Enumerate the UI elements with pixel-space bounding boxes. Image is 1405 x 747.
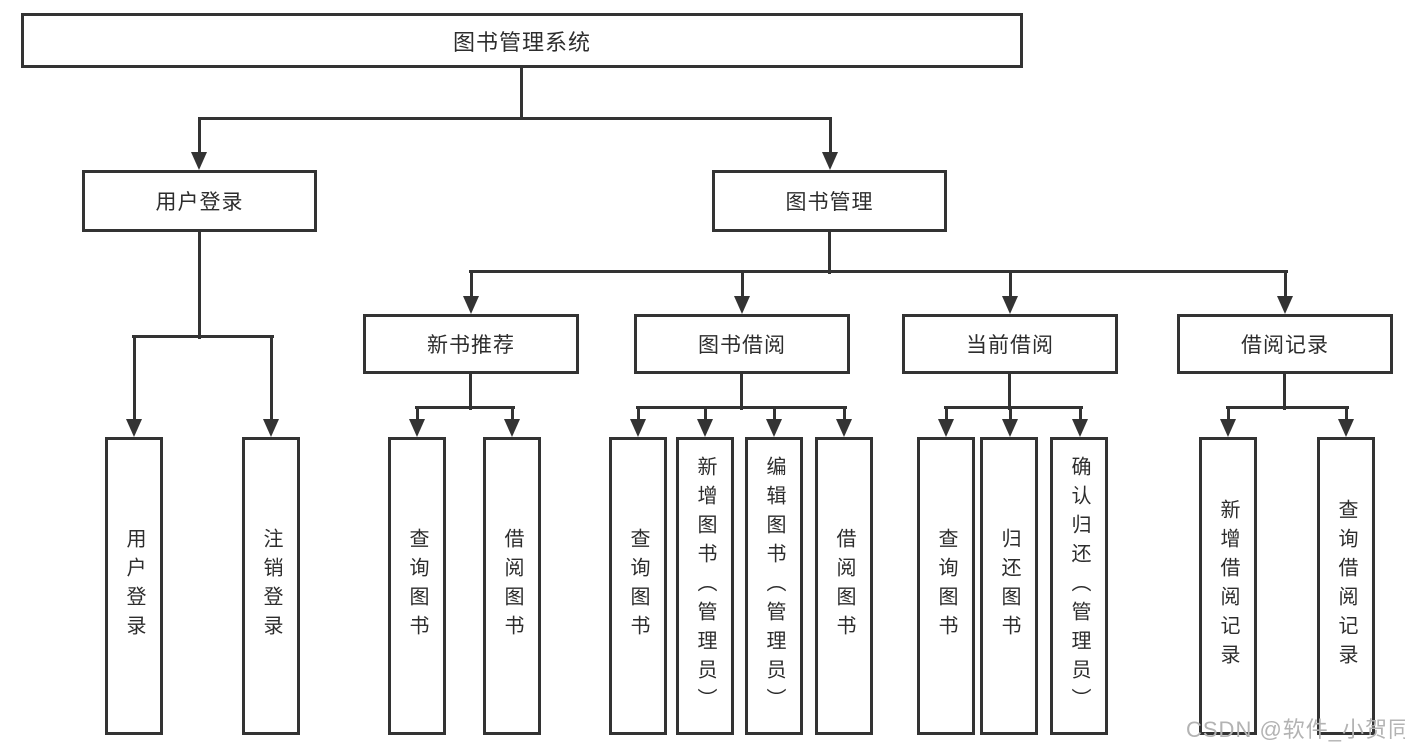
leaf-label: 查询图书 [627, 528, 649, 644]
leaf-add-book-admin: 新增图书（管理员） [676, 437, 734, 735]
node-root-label: 图书管理系统 [452, 29, 591, 55]
arrowhead-icon [938, 419, 954, 437]
leaf-logout: 注销登录 [242, 437, 300, 735]
leaf-borrow-book-1: 借阅图书 [483, 437, 541, 735]
node-label: 用户登录 [155, 191, 244, 214]
arrowhead-icon [191, 152, 207, 170]
arrow-stem [1008, 407, 1012, 425]
connector-vline [468, 374, 472, 410]
node-book-borrow: 图书借阅 [634, 314, 850, 374]
arrowhead-icon [630, 419, 646, 437]
arrowhead-icon [697, 419, 713, 437]
leaf-query-book-3: 查询图书 [917, 437, 975, 735]
connector-vline [1007, 374, 1011, 410]
leaf-label: 用户登录 [123, 528, 145, 644]
arrowhead-icon [1002, 419, 1018, 437]
leaf-label: 查询借阅记录 [1335, 499, 1357, 673]
arrow-stem [1283, 271, 1287, 302]
arrowhead-icon [766, 419, 782, 437]
leaf-label: 确认归还（管理员） [1068, 455, 1090, 717]
node-root: 图书管理系统 [21, 13, 1023, 68]
arrow-stem [1078, 407, 1082, 425]
node-label: 借阅记录 [1241, 334, 1329, 357]
connector-vline [519, 68, 523, 120]
leaf-label: 新增图书（管理员） [694, 455, 716, 717]
arrow-stem [740, 271, 744, 302]
leaf-label: 注销登录 [260, 528, 282, 644]
arrow-stem [415, 407, 419, 425]
arrowhead-icon [409, 419, 425, 437]
arrowhead-icon [734, 296, 750, 314]
leaf-label: 查询图书 [935, 528, 957, 644]
connector-hline [468, 269, 1288, 273]
arrow-stem [1226, 407, 1230, 425]
leaf-label: 查询图书 [406, 528, 428, 644]
arrow-stem [636, 407, 640, 425]
arrowhead-icon [1072, 419, 1088, 437]
arrow-stem [842, 407, 846, 425]
leaf-label: 编辑图书（管理员） [763, 455, 785, 717]
arrowhead-icon [1002, 296, 1018, 314]
arrowhead-icon [463, 296, 479, 314]
leaf-edit-book-admin: 编辑图书（管理员） [745, 437, 803, 735]
arrowhead-icon [1220, 419, 1236, 437]
watermark-text: CSDN @软件_小贺同学 [1186, 717, 1405, 742]
arrow-stem [132, 336, 136, 425]
arrow-stem [469, 271, 473, 302]
node-label: 图书借阅 [698, 334, 786, 357]
leaf-add-borrow-record: 新增借阅记录 [1199, 437, 1257, 735]
connector-hline [131, 334, 274, 338]
connector-hline [1225, 405, 1349, 409]
arrow-stem [510, 407, 514, 425]
leaf-borrow-book-2: 借阅图书 [815, 437, 873, 735]
connector-vline [827, 232, 831, 274]
connector-vline [197, 232, 201, 339]
node-label: 当前借阅 [966, 334, 1054, 357]
leaf-query-book-1: 查询图书 [388, 437, 446, 735]
connector-hline [414, 405, 515, 409]
node-label: 新书推荐 [427, 334, 515, 357]
arrow-stem [703, 407, 707, 425]
connector-vline [1282, 374, 1286, 410]
arrowhead-icon [1338, 419, 1354, 437]
arrow-stem [197, 118, 201, 158]
arrow-stem [1344, 407, 1348, 425]
arrowhead-icon [263, 419, 279, 437]
connector-hline [635, 405, 847, 409]
node-new-book-recommend: 新书推荐 [363, 314, 579, 374]
connector-hline [197, 116, 832, 120]
leaf-label: 借阅图书 [501, 528, 523, 644]
node-borrow-record: 借阅记录 [1177, 314, 1393, 374]
leaf-return-book: 归还图书 [980, 437, 1038, 735]
arrow-stem [772, 407, 776, 425]
connector-hline [943, 405, 1083, 409]
node-current-borrow: 当前借阅 [902, 314, 1118, 374]
arrowhead-icon [836, 419, 852, 437]
leaf-label: 新增借阅记录 [1217, 499, 1239, 673]
leaf-query-borrow-record: 查询借阅记录 [1317, 437, 1375, 735]
leaf-user-login: 用户登录 [105, 437, 163, 735]
leaf-query-book-2: 查询图书 [609, 437, 667, 735]
arrow-stem [269, 336, 273, 425]
arrowhead-icon [822, 152, 838, 170]
node-book-management: 图书管理 [712, 170, 947, 232]
leaf-label: 归还图书 [998, 528, 1020, 644]
node-user-login-group: 用户登录 [82, 170, 317, 232]
leaf-confirm-return-admin: 确认归还（管理员） [1050, 437, 1108, 735]
node-label: 图书管理 [785, 191, 874, 214]
arrowhead-icon [126, 419, 142, 437]
connector-vline [739, 374, 743, 410]
arrow-stem [1008, 271, 1012, 302]
leaf-label: 借阅图书 [833, 528, 855, 644]
arrow-stem [828, 118, 832, 158]
arrowhead-icon [1277, 296, 1293, 314]
arrow-stem [944, 407, 948, 425]
arrowhead-icon [504, 419, 520, 437]
